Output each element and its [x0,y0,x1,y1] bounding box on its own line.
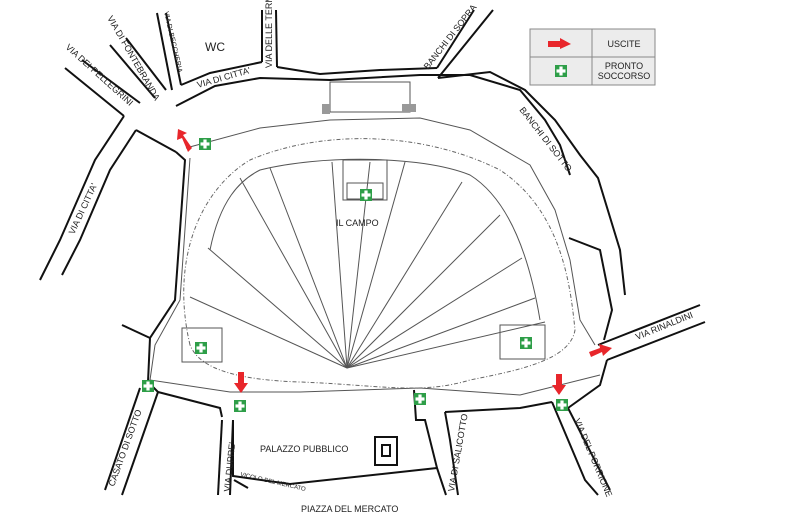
fan-line [346,161,406,369]
label-via-di-beccheria: VIA DI BECCHERIA [162,11,183,74]
legend-exit-arrow-icon [548,38,571,49]
label-piazza-del-mercato: PIAZZA DEL MERCATO [301,504,398,514]
legend-first-aid-label-2: SOCCORSO [598,71,651,81]
legend-exits-label: USCITE [607,39,640,49]
fan-line [269,167,348,369]
streets [39,9,706,496]
fan-lines [189,161,546,369]
label-via-dupre: VIA DUPRE' [222,441,237,492]
first-aid-icon [520,337,532,349]
label-via-del-porrione: VIA DEL PORRIONE [572,417,614,498]
first-aid-icon [195,342,207,354]
fan-line [239,177,348,369]
fan-line [189,296,348,369]
label-banchi-di-sopra: BANCHI DI SOPRA [422,2,479,71]
exit-arrow-icon [177,129,192,152]
fan-line [346,321,546,369]
legend-first-aid-icon [555,65,567,77]
fan-line [346,214,501,369]
fan-line [346,257,523,369]
legend: USCITE PRONTO SOCCORSO [529,28,656,86]
first-aid-icon [556,399,568,411]
fan-line [207,247,348,369]
piazza-il-campo [181,138,576,389]
legend-first-aid-label-1: PRONTO [605,61,643,71]
first-aid-icon [199,138,211,150]
label-via-di-salicotto: VIA DI SALICOTTO [446,413,470,492]
first-aid-icon [142,380,154,392]
exit-arrow-icon [589,344,612,357]
label-il-campo: IL CAMPO [336,218,379,228]
label-palazzo-pubblico: PALAZZO PUBBLICO [260,444,348,454]
exit-arrow-icon [234,372,248,393]
fan-line [331,161,348,369]
first-aid-icon [234,400,246,412]
first-aid-markers [142,138,568,412]
label-via-delle-terme: VIA DELLE TERME [264,0,274,68]
exit-arrow-icon [552,374,566,395]
label-via-di-citta-top: VIA DI CITTA' [196,65,252,90]
fan-line [346,297,536,369]
wc-label: WC [205,40,225,54]
first-aid-icon [414,393,426,405]
exit-markers [177,129,612,395]
fan-line [346,181,463,369]
first-aid-icon [360,189,372,201]
